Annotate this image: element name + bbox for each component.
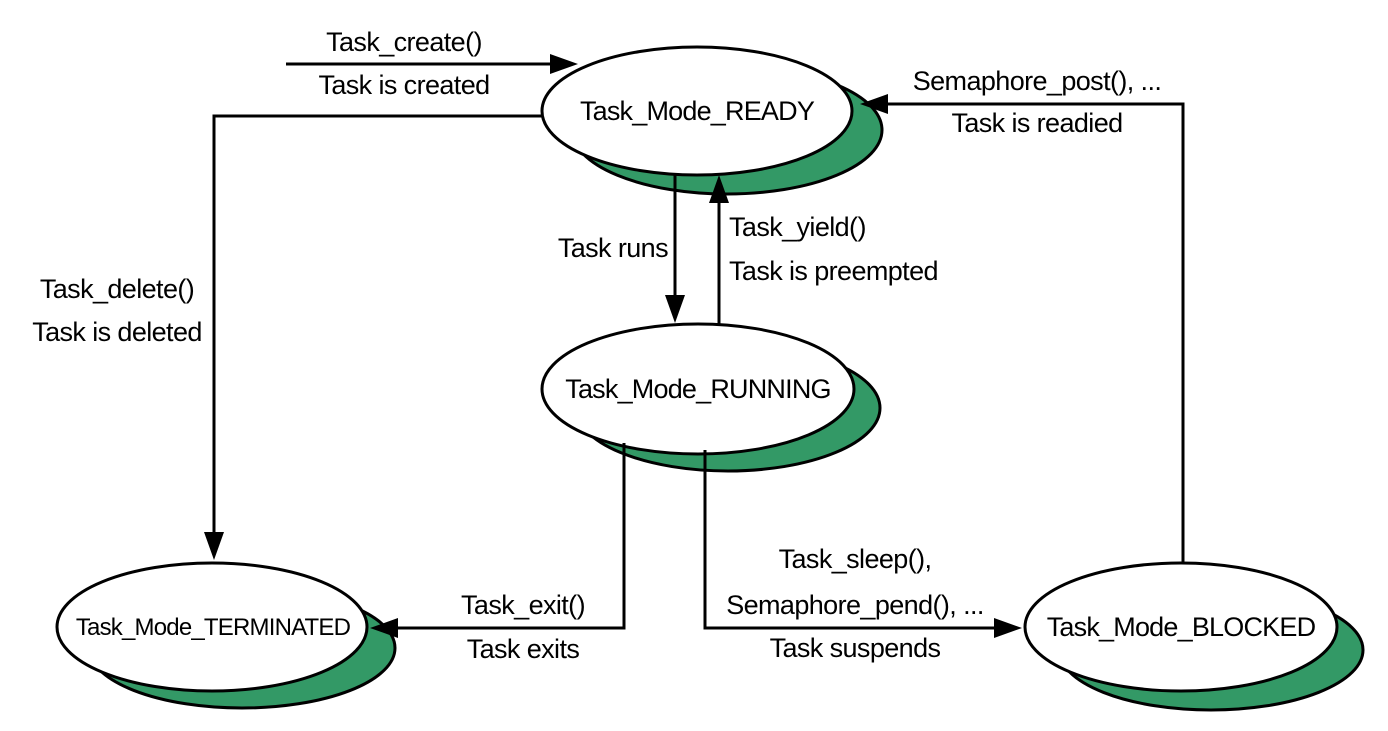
edge-create	[286, 54, 578, 74]
arrowhead	[204, 532, 224, 560]
edge-runs	[665, 173, 685, 323]
state-blocked: Task_Mode_BLOCKED	[1023, 561, 1365, 712]
arrowhead	[860, 94, 888, 114]
label-sleep-effect: Task suspends	[770, 633, 941, 663]
state-terminated-ellipse	[55, 561, 369, 693]
edge-exit	[370, 443, 626, 638]
state-ready: Task_Mode_READY	[540, 45, 884, 196]
label-runs-effect: Task runs	[558, 233, 668, 263]
edge-sleep	[703, 450, 1022, 638]
edge-post	[860, 94, 1185, 564]
arrowhead	[550, 54, 578, 74]
label-post-call: Semaphore_post(), ...	[913, 66, 1162, 96]
label-delete-call: Task_delete()	[40, 274, 194, 304]
state-terminated-label: Task_Mode_TERMINATED	[76, 614, 351, 641]
label-exit-effect: Task exits	[467, 634, 580, 664]
state-running: Task_Mode_RUNNING	[540, 322, 882, 473]
label-sleep-call2: Semaphore_pend(), ...	[726, 590, 984, 620]
label-post-effect: Task is readied	[951, 108, 1122, 138]
state-blocked-label: Task_Mode_BLOCKED	[1047, 612, 1316, 642]
state-blocked-ellipse	[1023, 561, 1339, 693]
label-yield-call: Task_yield()	[729, 212, 866, 242]
arrowhead	[709, 175, 729, 203]
edge-delete	[204, 114, 542, 560]
state-terminated: Task_Mode_TERMINATED	[55, 561, 397, 710]
label-create-call: Task_create()	[326, 27, 482, 57]
state-ready-label: Task_Mode_READY	[580, 96, 815, 126]
label-sleep-call1: Task_sleep(),	[779, 544, 932, 574]
label-create-effect: Task is created	[318, 70, 489, 100]
state-running-ellipse	[540, 322, 856, 456]
label-exit-call: Task_exit()	[461, 590, 585, 620]
state-running-label: Task_Mode_RUNNING	[565, 374, 830, 404]
arrowhead	[370, 618, 398, 638]
arrowhead	[994, 618, 1022, 638]
label-yield-effect: Task is preempted	[729, 256, 938, 286]
label-delete-effect: Task is deleted	[32, 317, 202, 347]
arrowhead	[665, 295, 685, 323]
edge-yield	[709, 175, 729, 325]
state-ready-ellipse	[540, 45, 854, 177]
